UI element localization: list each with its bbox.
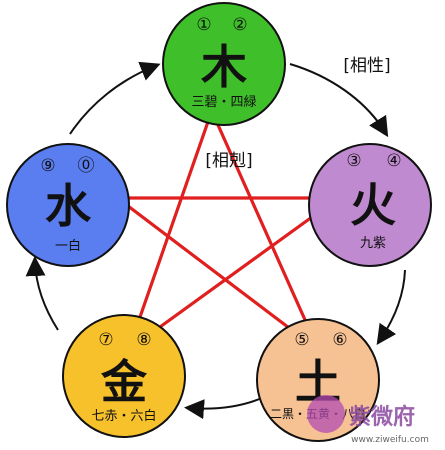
generating-label: [相性] [343,56,390,76]
line-fire-to-metal [140,202,332,342]
line-earth-to-water [118,198,307,342]
water-circle [6,143,130,267]
watermark: 紫微府 www.ziweifu.com [307,395,429,445]
metal-stars: 七赤・六白 [91,408,156,424]
metal-number-8: ⑧ [136,330,151,350]
element-metal: ⑦ ⑧ 金 七赤・六白 [62,314,186,438]
earth-number-6: ⑥ [332,330,347,350]
arrow-water-to-wood [69,61,161,135]
element-wood: ① ② 木 三碧・四緑 [162,2,286,126]
earth-number-5: ⑤ [294,330,309,350]
water-stars: 一白 [55,238,81,254]
arrow-metal-to-water [25,256,59,331]
arrow-wood-to-fire [289,63,389,138]
metal-character: 金 [100,355,148,409]
line-wood-to-earth [212,114,316,342]
wood-number-2: ② [232,15,247,35]
overcoming-label: [相剋] [205,151,252,171]
fire-circle [308,143,432,267]
element-water: ⑨ ⓪ 水 一白 [6,143,130,267]
metal-number-7: ⑦ [98,330,113,350]
watermark-url: www.ziweifu.com [351,435,429,445]
water-number-9: ⑨ [40,156,55,176]
watermark-logo-icon [307,395,345,433]
fire-stars: 九紫 [360,236,386,251]
element-fire: ③ ④ 火 九紫 [308,143,432,267]
arrow-earth-to-metal [184,397,263,420]
line-metal-to-wood [130,114,212,342]
earth-circle [256,318,380,442]
water-character: 水 [45,179,92,233]
overcoming-star-lines [118,114,332,342]
watermark-brand: 紫微府 [349,404,415,430]
wood-character: 木 [201,40,247,94]
generating-cycle-arrows [25,61,406,420]
wood-circle [162,2,286,126]
wood-number-1: ① [196,15,211,35]
fire-number-3: ③ [346,151,361,171]
metal-circle [62,314,186,438]
fire-number-4: ④ [386,151,401,171]
water-number-0: ⓪ [78,156,95,176]
arrow-fire-to-earth [376,269,406,345]
wood-stars: 三碧・四緑 [191,95,256,110]
fire-character: 火 [350,178,396,232]
